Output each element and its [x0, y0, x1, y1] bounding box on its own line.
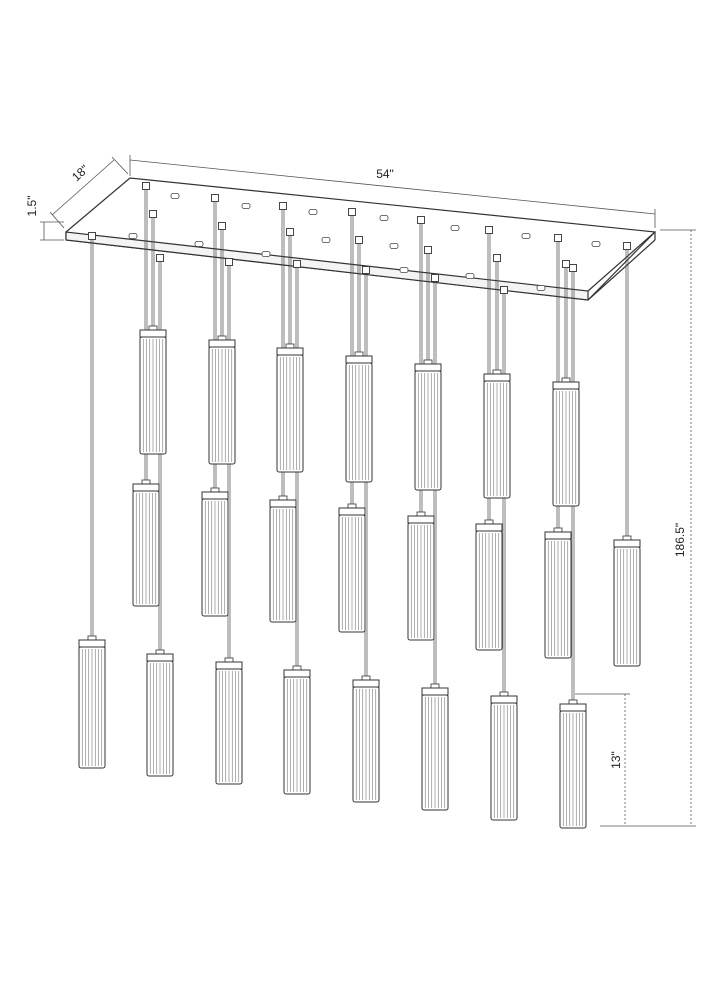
canopy-hole: [465, 273, 475, 279]
shade-collar: [483, 373, 511, 382]
shade-collar: [552, 381, 580, 390]
dimension-overall-height-ticks: [600, 229, 696, 827]
shade-collar: [544, 531, 572, 540]
shade-collar: [407, 515, 435, 524]
pendant-light: [483, 254, 511, 499]
canopy-hole: [389, 243, 399, 249]
pendant-light: [78, 232, 106, 769]
shade-collar: [276, 347, 304, 356]
cable-mount: [88, 232, 96, 240]
dimension-length-label: 54": [376, 167, 394, 181]
canopy-hole: [194, 241, 204, 247]
canopy-hole: [521, 233, 531, 239]
canopy-hole: [591, 241, 601, 247]
canopy-hole: [308, 209, 318, 215]
canopy-hole: [261, 251, 271, 257]
shade-collar: [208, 339, 236, 348]
pendant-light: [139, 210, 167, 455]
shade-collar: [414, 363, 442, 372]
canopy-hole: [241, 203, 251, 209]
shade-collar: [613, 539, 641, 548]
cable-mount: [355, 236, 363, 244]
canopy-hole: [379, 215, 389, 221]
shade-collar: [269, 499, 297, 508]
canopy-hole: [450, 225, 460, 231]
pendant-light: [414, 246, 442, 491]
cable-mount: [417, 216, 425, 224]
dimension-overall-height-label: 186.5": [673, 523, 687, 557]
shade-collar: [201, 491, 229, 500]
pendant-light: [345, 236, 373, 483]
pendant-light: [544, 234, 572, 659]
cable-mount: [431, 274, 439, 282]
cable-mount: [569, 264, 577, 272]
shade-collar: [338, 507, 366, 516]
pendant-light: [276, 228, 304, 473]
cable-mount: [149, 210, 157, 218]
shade-collar: [215, 661, 243, 670]
pendant-light: [201, 194, 229, 617]
dimension-shade-height: [575, 693, 630, 826]
dimension-canopy-height-label: 1.5": [25, 196, 39, 217]
pendant-light: [407, 216, 435, 641]
pendant-light: [352, 266, 380, 803]
dimension-depth: [49, 156, 129, 229]
canopy-hole: [170, 193, 180, 199]
cable-mount: [562, 260, 570, 268]
dimension-canopy-height: [40, 221, 64, 241]
cable-mount: [293, 260, 301, 268]
cable-mount: [211, 194, 219, 202]
pendant-light: [613, 242, 641, 667]
cable-mount: [362, 266, 370, 274]
canopy-hole: [128, 233, 138, 239]
dimension-length: [129, 155, 656, 228]
cable-mount: [279, 202, 287, 210]
canopy-hole: [399, 267, 409, 273]
dimension-depth-label: 18": [69, 162, 91, 184]
shade-collar: [490, 695, 518, 704]
cable-mount: [218, 222, 226, 230]
cable-mount: [156, 254, 164, 262]
cable-mount: [286, 228, 294, 236]
cable-mount: [623, 242, 631, 250]
pendant-group: [78, 182, 641, 829]
pendant-light: [208, 222, 236, 465]
cable-mount: [348, 208, 356, 216]
shade-collar: [559, 703, 587, 712]
shade-collar: [345, 355, 373, 364]
canopy-fixture-holes: [128, 193, 601, 291]
shade-collar: [146, 653, 174, 662]
cable-mount: [424, 246, 432, 254]
cable-mount: [225, 258, 233, 266]
shade-collar: [421, 687, 449, 696]
cable-mount: [485, 226, 493, 234]
shade-collar: [78, 639, 106, 648]
shade-collar: [352, 679, 380, 688]
cable-mount: [500, 286, 508, 294]
pendant-light: [559, 264, 587, 829]
cable-mount: [554, 234, 562, 242]
dimension-shade-height-label: 13": [609, 751, 623, 769]
shade-collar: [132, 483, 160, 492]
shade-collar: [475, 523, 503, 532]
pendant-light: [552, 260, 580, 507]
canopy-hole: [536, 285, 546, 291]
shade-collar: [139, 329, 167, 338]
shade-collar: [283, 669, 311, 678]
cable-mount: [142, 182, 150, 190]
canopy-hole: [321, 237, 331, 243]
cable-mount: [493, 254, 501, 262]
pendant-light: [146, 254, 174, 777]
